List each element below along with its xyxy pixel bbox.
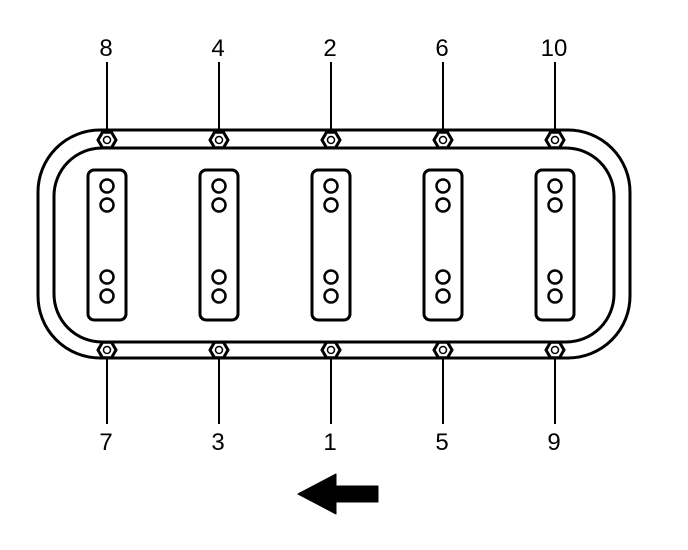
- bearing-cap: [422, 168, 464, 322]
- bolt-top: [320, 130, 342, 150]
- bearing-caps-group: [86, 168, 576, 322]
- bolt-hole: [547, 288, 563, 304]
- bearing-cap: [534, 168, 576, 322]
- bearing-cap: [86, 168, 128, 322]
- bolt-sequence-number: 4: [211, 35, 224, 62]
- bolt-sequence-number: 10: [541, 35, 568, 62]
- bolt-top: [96, 130, 118, 150]
- bolt-hole: [211, 269, 227, 285]
- bolt-hole: [435, 288, 451, 304]
- bolt-sequence-number: 5: [435, 429, 448, 456]
- bolt-sequence-number: 8: [99, 35, 112, 62]
- bolt-hole: [323, 178, 339, 194]
- bolt-top: [208, 130, 230, 150]
- bolt-top: [544, 130, 566, 150]
- bolt-sequence-number: 2: [323, 35, 336, 62]
- bolt-hole: [99, 178, 115, 194]
- bolt-hole: [435, 269, 451, 285]
- arrow-left-icon: [297, 473, 379, 515]
- bolt-hole: [99, 288, 115, 304]
- bolts-group: [96, 130, 566, 360]
- bolt-hole: [435, 197, 451, 213]
- bolt-hole: [435, 178, 451, 194]
- bolt-hole: [211, 197, 227, 213]
- bolt-hole: [323, 269, 339, 285]
- bolt-bottom: [432, 340, 454, 360]
- bolt-sequence-number: 9: [547, 429, 560, 456]
- bolt-labels-group: 8 4 2 6 10 7 3 1 5 9: [99, 35, 567, 456]
- bolt-bottom: [96, 340, 118, 360]
- bolt-hole: [547, 178, 563, 194]
- bolt-hole: [211, 288, 227, 304]
- bolt-bottom: [544, 340, 566, 360]
- bearing-cap: [198, 168, 240, 322]
- bolt-sequence-number: 7: [99, 429, 112, 456]
- bolt-bottom: [320, 340, 342, 360]
- bolt-bottom: [208, 340, 230, 360]
- bolt-hole: [323, 288, 339, 304]
- bolt-hole: [99, 197, 115, 213]
- bolt-sequence-number: 1: [323, 429, 336, 456]
- bolt-hole: [547, 269, 563, 285]
- bolt-hole: [211, 178, 227, 194]
- bolt-hole: [323, 197, 339, 213]
- bolt-sequence-number: 6: [435, 35, 448, 62]
- bolt-hole: [547, 197, 563, 213]
- bolt-top: [432, 130, 454, 150]
- bolt-hole: [99, 269, 115, 285]
- bearing-cap: [310, 168, 352, 322]
- bolt-sequence-number: 3: [211, 429, 224, 456]
